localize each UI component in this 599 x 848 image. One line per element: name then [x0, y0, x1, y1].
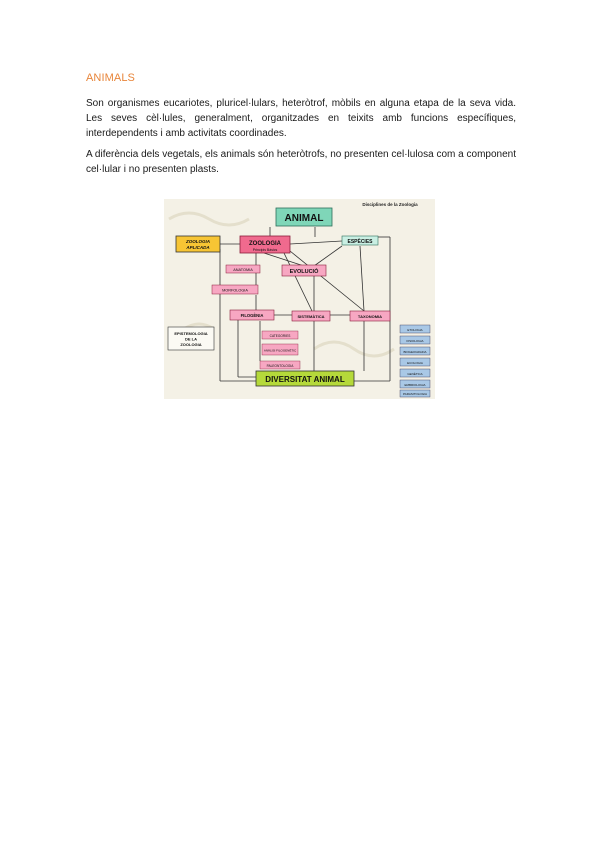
svg-text:APLICADA: APLICADA: [185, 245, 209, 250]
zoologia-box: ZOOLOGIA Principis Bàsics: [239, 235, 291, 254]
svg-text:PARASITOLOGIA: PARASITOLOGIA: [403, 392, 427, 396]
svg-text:MORFOLOGIA: MORFOLOGIA: [222, 289, 248, 293]
svg-text:TAXONOMIA: TAXONOMIA: [358, 314, 382, 319]
taxonomia-box: TAXONOMIA: [349, 310, 391, 322]
svg-text:ETOLOGIA: ETOLOGIA: [407, 328, 422, 332]
svg-text:ZOOLOGIA: ZOOLOGIA: [249, 241, 282, 247]
zoology-diagram: Disciplines de la Zoologia ANIMAL ZOOLOG…: [164, 199, 435, 399]
epistemologia-box: EPISTEMOLOGIA DE LA ZOOLOGIA: [167, 326, 215, 351]
filogenia-box: FILOGÈNIA: [229, 309, 275, 321]
svg-text:EVOLUCIÓ: EVOLUCIÓ: [290, 267, 319, 275]
svg-text:DIVERSITAT ANIMAL: DIVERSITAT ANIMAL: [265, 375, 345, 384]
paragraph-definition: Son organismes eucariotes, pluricel·lula…: [86, 98, 516, 139]
svg-text:GENÈTICA: GENÈTICA: [407, 371, 422, 376]
animal-box: ANIMAL: [275, 207, 333, 227]
svg-text:ANÀLISI FILOGENÈTIC: ANÀLISI FILOGENÈTIC: [264, 348, 297, 353]
paleontologia-box: PALEONTOLOGIA: [259, 360, 301, 370]
evolucio-box: EVOLUCIÓ: [281, 264, 327, 277]
svg-text:EMBRIOLOGIA: EMBRIOLOGIA: [404, 383, 425, 387]
svg-text:Principis Bàsics: Principis Bàsics: [253, 248, 278, 252]
diversitat-animal-box: DIVERSITAT ANIMAL: [255, 370, 355, 387]
svg-text:BIOGEOGRAFIA: BIOGEOGRAFIA: [403, 350, 426, 354]
section-heading: ANIMALS: [86, 72, 135, 84]
zoologia-aplicada-box: ZOOLOGIA APLICADA: [175, 235, 221, 253]
svg-text:ANIMAL: ANIMAL: [285, 213, 324, 224]
svg-text:DE LA: DE LA: [185, 337, 197, 342]
svg-text:ZOOLOGIA: ZOOLOGIA: [180, 342, 201, 347]
morfologia-box: MORFOLOGIA: [211, 284, 259, 295]
svg-text:SISTEMÀTICA: SISTEMÀTICA: [297, 314, 324, 319]
categories-box: CATEGORIES: [261, 330, 299, 340]
anatomia-box: ANATOMIA: [225, 264, 261, 274]
diagram-title: Disciplines de la Zoologia: [362, 202, 418, 207]
svg-text:EPISTEMOLOGIA: EPISTEMOLOGIA: [174, 331, 207, 336]
svg-text:ANATOMIA: ANATOMIA: [233, 268, 253, 272]
especies-box: ESPÈCIES: [341, 235, 379, 246]
svg-text:ESPÈCIES: ESPÈCIES: [347, 237, 373, 245]
svg-text:ECOLOGIA: ECOLOGIA: [407, 361, 423, 365]
svg-text:FISIOLOGIA: FISIOLOGIA: [406, 339, 423, 343]
analisi-filogenetic-box: ANÀLISI FILOGENÈTIC: [261, 343, 299, 356]
paragraph-differences: A diferència dels vegetals, els animals …: [86, 149, 516, 175]
sistematica-box: SISTEMÀTICA: [291, 310, 331, 322]
svg-text:PALEONTOLOGIA: PALEONTOLOGIA: [267, 364, 295, 368]
svg-text:CATEGORIES: CATEGORIES: [270, 334, 291, 338]
svg-text:FILOGÈNIA: FILOGÈNIA: [241, 313, 264, 318]
svg-text:ZOOLOGIA: ZOOLOGIA: [185, 239, 210, 244]
side-disciplines-list: ETOLOGIA FISIOLOGIA BIOGEOGRAFIA ECOLOGI…: [399, 324, 431, 398]
